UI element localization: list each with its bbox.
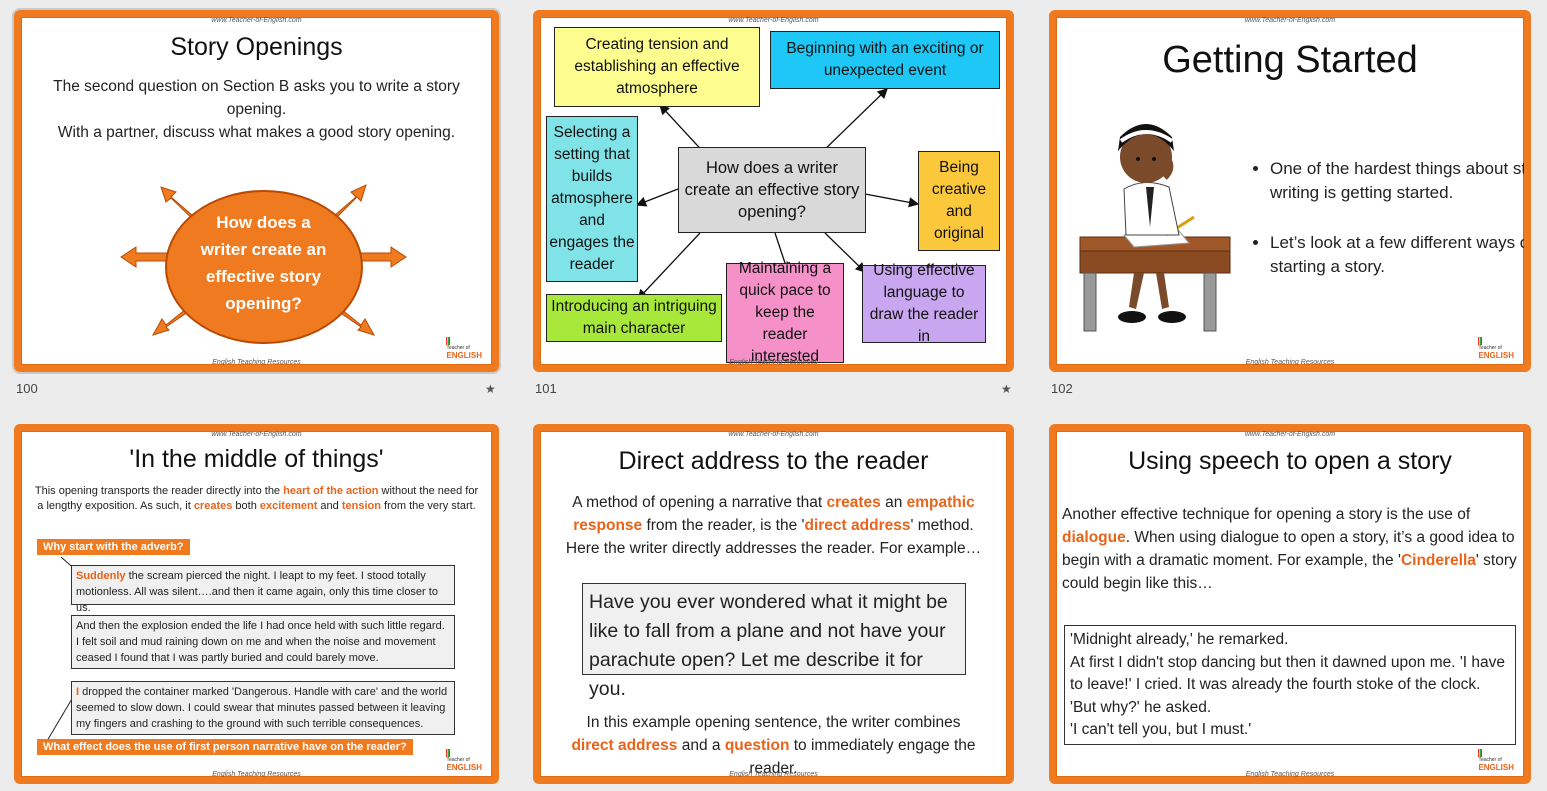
bullet-list: One of the hardest things about story wr… (1246, 157, 1524, 279)
mindmap-center: How does a writer create an effective st… (678, 147, 866, 233)
slide-intro: The second question on Section B asks yo… (53, 78, 460, 141)
slide-104[interactable]: www.Teacher-of-English.com Direct addres… (533, 424, 1014, 784)
example-quote-2: And then the explosion ended the life I … (71, 615, 455, 669)
site-url: www.Teacher-of-English.com (728, 431, 819, 438)
slide-100[interactable]: www.Teacher-of-English.com Story Opening… (12, 8, 501, 374)
site-url: www.Teacher-of-English.com (211, 17, 302, 24)
slide-title: 'In the middle of things' (129, 445, 384, 473)
footer-text: English Teaching Resources (212, 359, 301, 366)
slide-102[interactable]: www.Teacher-of-English.com Getting Start… (1049, 10, 1531, 372)
mindmap-box-exciting-event: Beginning with an exciting or unexpected… (770, 31, 1000, 89)
bubble-text: How does a writer create an effective st… (200, 213, 327, 313)
girl-writing-illustration (1079, 124, 1231, 332)
star-icon[interactable]: ★ (1001, 382, 1012, 396)
slide-intro: Another effective technique for opening … (1062, 506, 1517, 592)
slide-number-102: 102 (1051, 381, 1073, 396)
slide-intro: A method of opening a narrative that cre… (565, 494, 982, 557)
slide-105[interactable]: www.Teacher-of-English.com Using speech … (1049, 424, 1531, 784)
footer-text: English Teaching Resources (729, 359, 818, 366)
slide-intro: This opening transports the reader direc… (34, 485, 479, 512)
star-icon[interactable]: ★ (485, 382, 496, 396)
dialogue-example: 'Midnight already,' he remarked. At firs… (1064, 625, 1516, 745)
site-url: www.Teacher-of-English.com (728, 17, 819, 24)
example-quote-3: I dropped the container marked 'Dangerou… (71, 681, 455, 735)
slide-number-101: 101 (535, 381, 557, 396)
mindmap-box-creative: Being creative and original (918, 151, 1000, 251)
slide-title: Using speech to open a story (1128, 447, 1452, 475)
slide-title: Story Openings (170, 33, 343, 61)
site-url: www.Teacher-of-English.com (211, 431, 302, 438)
bubble-diagram (120, 184, 407, 344)
mindmap-box-character: Introducing an intriguing main character (546, 294, 722, 342)
question-bubble (165, 190, 363, 344)
mindmap-box-tension: Creating tension and establishing an eff… (554, 27, 760, 107)
footer-text: English Teaching Resources (212, 771, 301, 778)
slide-explanation: In this example opening sentence, the wr… (571, 714, 976, 777)
footer-text: English Teaching Resources (729, 771, 818, 778)
slide-title: Direct address to the reader (618, 447, 929, 475)
footer-text: English Teaching Resources (1245, 771, 1335, 778)
question-tag-adverb: Why start with the adverb? (37, 539, 190, 555)
bullet-1: One of the hardest things about story wr… (1270, 157, 1524, 205)
example-quote: Have you ever wondered what it might be … (582, 583, 966, 700)
mindmap-box-setting: Selecting a setting that builds atmosphe… (546, 116, 638, 282)
slide-103[interactable]: www.Teacher-of-English.com 'In the middl… (14, 424, 499, 784)
site-url: www.Teacher-of-English.com (1244, 17, 1336, 24)
footer-text: English Teaching Resources (1245, 359, 1335, 366)
slide-title: Getting Started (1162, 39, 1418, 81)
slide-number-100: 100 (16, 381, 38, 396)
slide-101[interactable]: www.Teacher-of-English.com How does a wr… (533, 10, 1014, 372)
bullet-2: Let’s look at a few different ways of st… (1270, 231, 1524, 279)
example-quote-1: Suddenly the scream pierced the night. I… (71, 565, 455, 614)
site-url: www.Teacher-of-English.com (1244, 431, 1336, 438)
mindmap-box-language: Using effective language to draw the rea… (862, 262, 986, 345)
mindmap-box-pace: Maintaining a quick pace to keep the rea… (726, 260, 844, 365)
question-tag-first-person: What effect does the use of first person… (37, 739, 413, 755)
